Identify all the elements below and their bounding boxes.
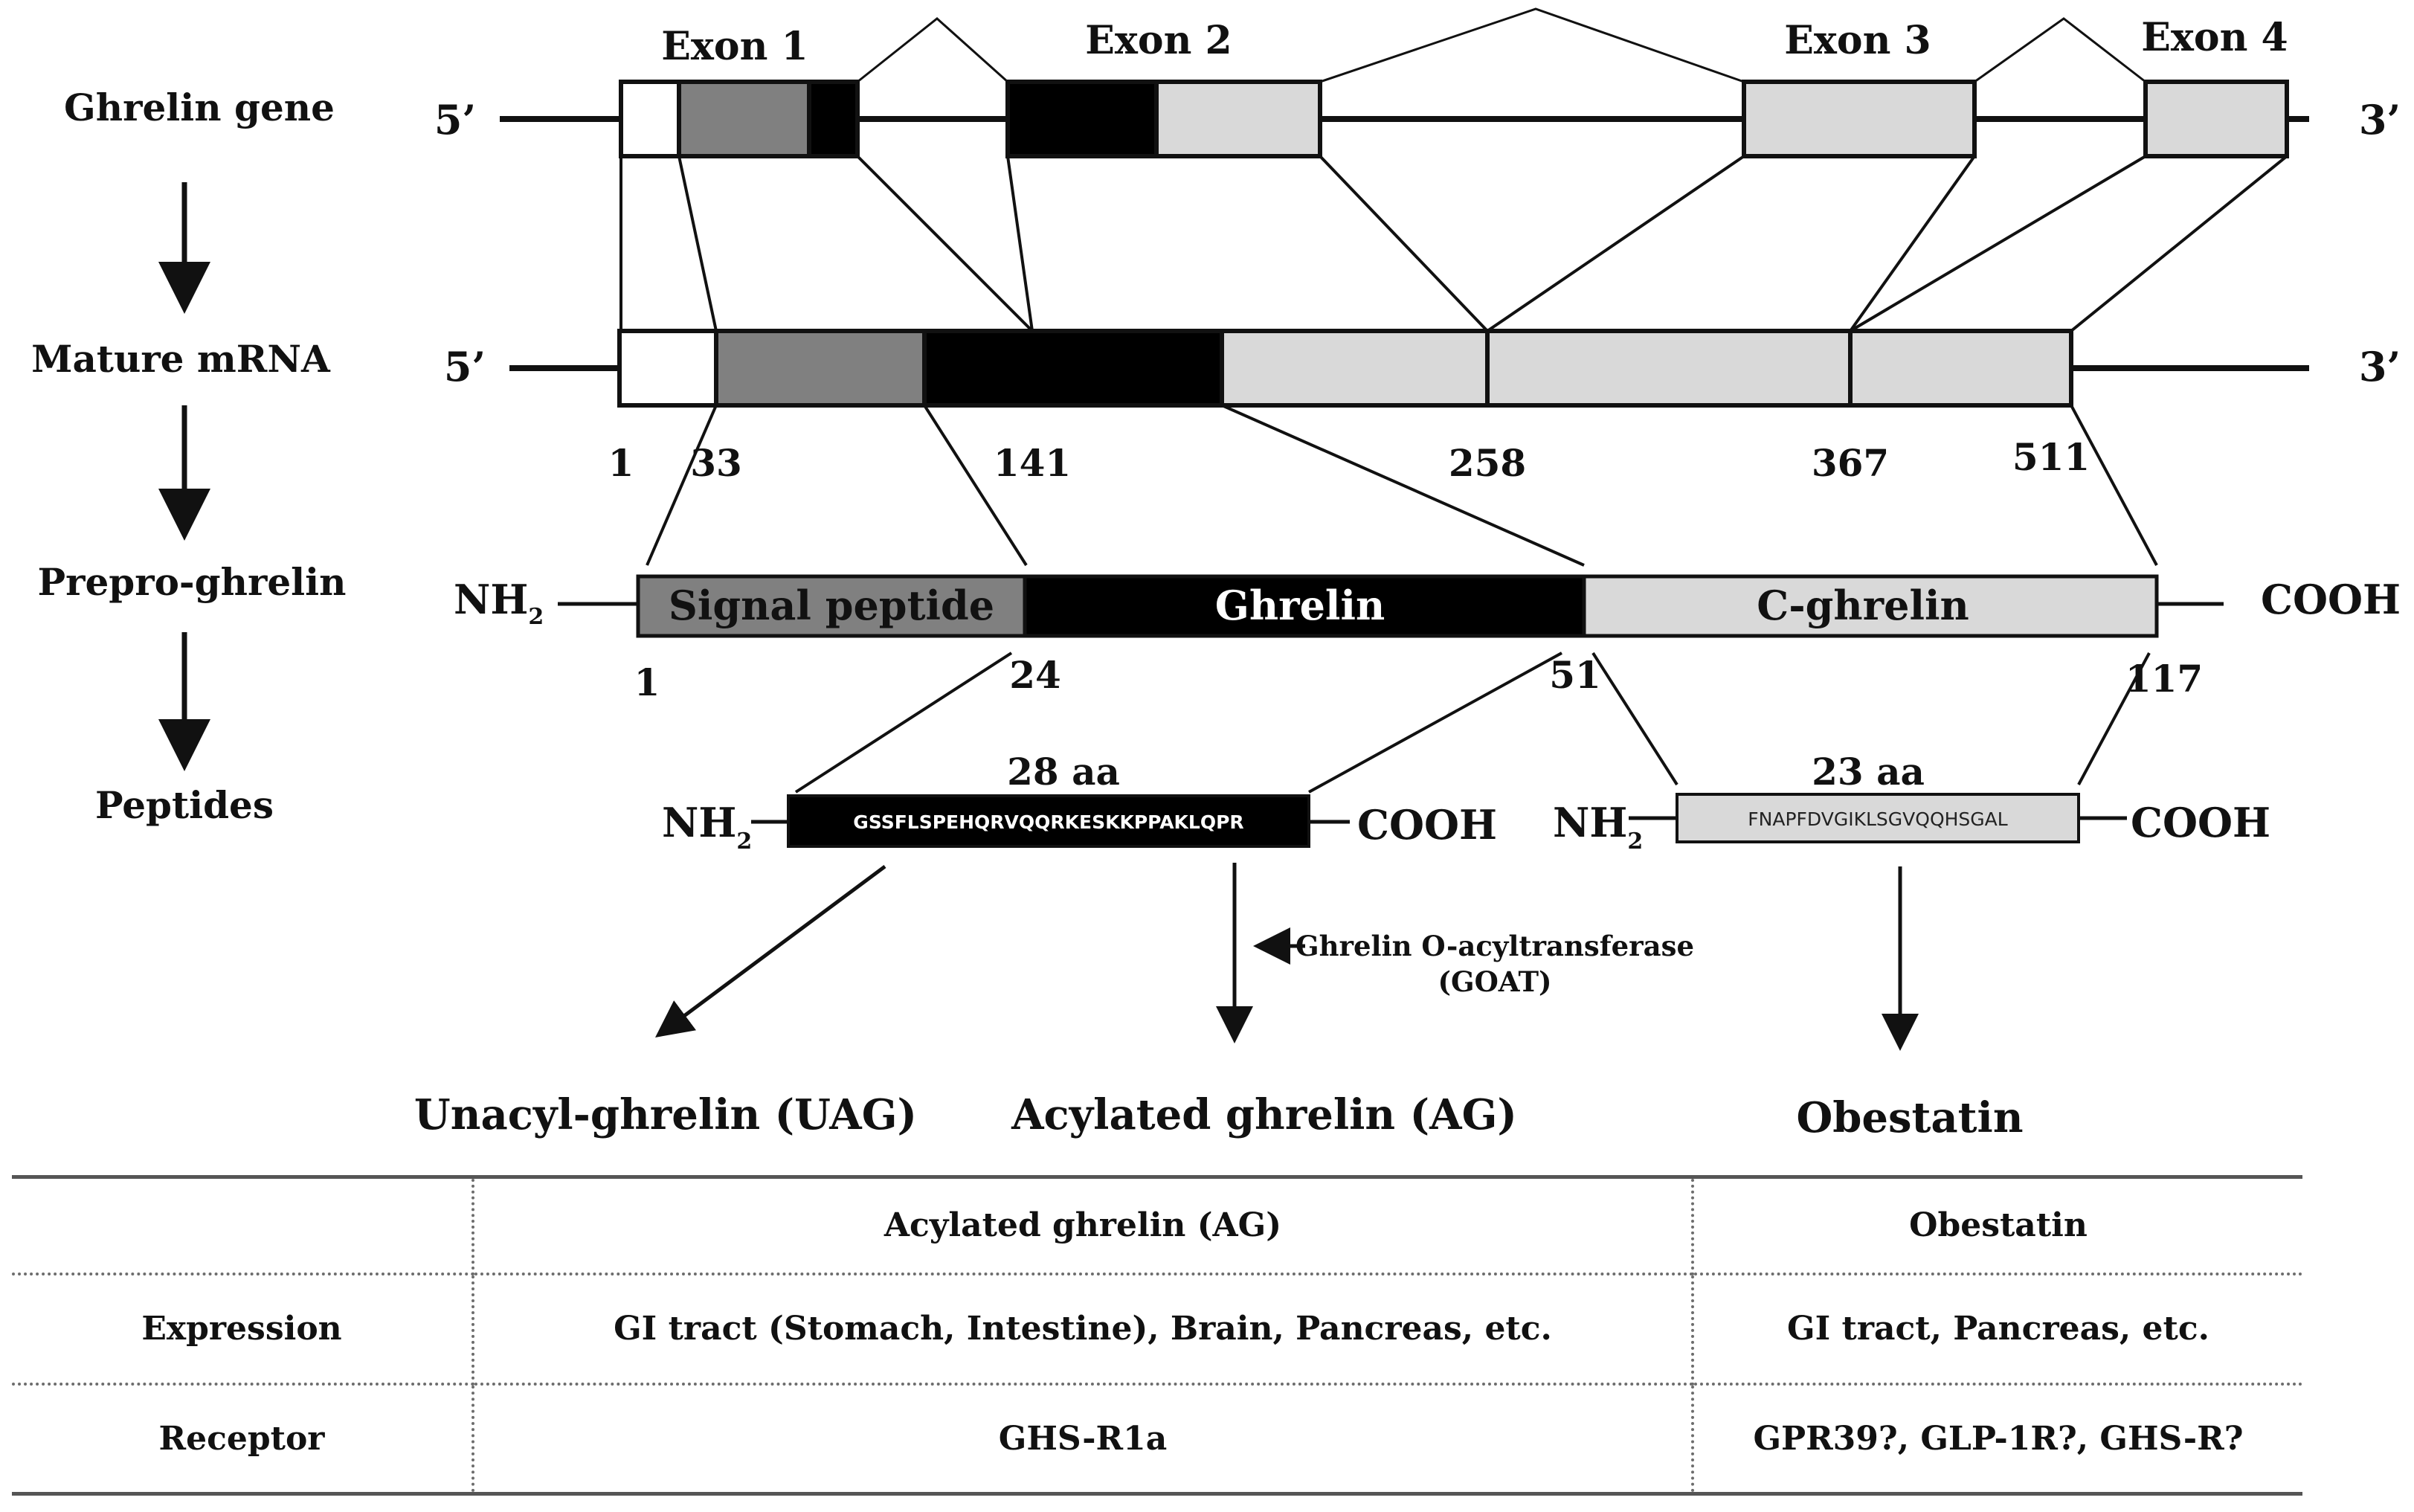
prepro-to-peptide-lines	[794, 652, 2151, 794]
mrna-5prime: 5’	[444, 343, 486, 390]
exon4	[2143, 80, 2289, 158]
table-cell: GHS-R1a	[471, 1382, 1694, 1496]
ghrelin-cooh: COOH	[1357, 801, 1497, 849]
prepro-ghrelin-segment	[1023, 574, 1586, 638]
ghrelin-peptide: 28 aa NH2 COOH GSSFLSPEHQRVQQRKESKKPPAKL…	[662, 750, 1497, 855]
stage-label-mrna: Mature mRNA	[31, 337, 331, 381]
table-header-row: Acylated ghrelin (AG) Obestatin	[12, 1175, 2302, 1275]
exon1-ghrelin	[807, 80, 860, 158]
ghrelin-sequence: GSSFLSPEHQRVQQRKESKKPPAKLQPR	[853, 811, 1243, 833]
mrna-signal	[714, 329, 927, 408]
ghrelin-processing-diagram: Ghrelin gene Mature mRNA Prepro-ghrelin …	[31, 7, 2401, 1142]
obestatin-peptide: 23 aa NH2 COOH FNAPFDVGIKLSGVQQHSGAL	[1553, 750, 2270, 855]
exon2-cghrelin	[1154, 80, 1322, 158]
prepro-cghrelin-segment	[1582, 574, 2159, 638]
exon3-label: Exon 3	[1784, 18, 1931, 63]
exon2-ghrelin	[1005, 80, 1159, 158]
obestatin-cooh: COOH	[2131, 799, 2270, 846]
table-cell: GI tract, Pancreas, etc.	[1691, 1272, 2302, 1386]
mrna-pos-258: 258	[1449, 441, 1526, 485]
splice-1-2	[857, 17, 1009, 83]
obestatin-sequence: FNAPFDVGIKLSGVQQHSGAL	[1748, 808, 2007, 830]
table-header-cell: Obestatin	[1691, 1175, 2302, 1275]
prepro-cooh: COOH	[2261, 576, 2401, 623]
prepro-signal-label: Signal peptide	[669, 582, 994, 629]
table-cell: Receptor	[12, 1382, 474, 1496]
obestatin-nh2: NH2	[1553, 799, 1643, 855]
product-uag: Unacyl-ghrelin (UAG)	[414, 1090, 917, 1139]
mrna-pos-141: 141	[994, 441, 1071, 485]
table-cell: GI tract (Stomach, Intestine), Brain, Pa…	[471, 1272, 1694, 1386]
goat-label-line2: (GOAT)	[1438, 965, 1551, 998]
mrna-row: 5’ 3’ 1 33 141 258 367 511	[444, 329, 2401, 485]
prepro-nh2: NH2	[454, 576, 544, 630]
obestatin-length: 23 aa	[1812, 750, 1925, 794]
mrna-utr	[617, 329, 718, 408]
gene-3prime: 3’	[2359, 96, 2401, 144]
mrna-3prime: 3’	[2359, 343, 2401, 390]
obestatin-seq-box	[1676, 793, 2080, 843]
mrna-cghrelin-a	[1220, 329, 1490, 408]
ghrelin-nh2: NH2	[662, 799, 752, 855]
comparison-table: Acylated ghrelin (AG) Obestatin Expressi…	[12, 1175, 2302, 1496]
goat-label-line1: Ghrelin O-acyltransferase	[1295, 930, 1694, 962]
mrna-cghrelin-b	[1485, 329, 1853, 408]
exon1-signal	[677, 80, 811, 158]
exon2-label: Exon 2	[1085, 18, 1232, 63]
gene-to-mrna-lines	[619, 155, 2288, 332]
prepro-pos-24: 24	[1009, 653, 1061, 697]
arrow-to-uag	[654, 864, 886, 1038]
gene-row: 5’ 3’ Exon 1 Exon 2 Exon 3 Exon 4	[434, 7, 2401, 158]
table-row: Expression GI tract (Stomach, Intestine)…	[12, 1272, 2302, 1386]
mrna-pos-367: 367	[1812, 441, 1889, 485]
stage-label-prepro: Prepro-ghrelin	[38, 560, 347, 604]
gene-5prime: 5’	[434, 96, 476, 144]
prepro-pos-1: 1	[634, 660, 660, 704]
splice-2-3	[1319, 7, 1745, 83]
mrna-to-prepro-lines	[646, 404, 2158, 567]
prepro-pos-51: 51	[1549, 653, 1601, 697]
exon3	[1742, 80, 1977, 158]
exon4-label: Exon 4	[2141, 15, 2288, 60]
product-ag: Acylated ghrelin (AG)	[1011, 1090, 1517, 1139]
exon1-utr	[619, 80, 681, 158]
table-cell: Expression	[12, 1272, 474, 1386]
table-row: Receptor GHS-R1a GPR39?, GLP-1R?, GHS-R?	[12, 1382, 2302, 1496]
mrna-pos-511: 511	[2012, 435, 2090, 479]
ghrelin-seq-box	[787, 794, 1310, 848]
prepro-pos-117: 117	[2125, 657, 2203, 701]
ghrelin-length: 28 aa	[1007, 750, 1120, 794]
stage-label-peptides: Peptides	[95, 783, 274, 827]
table-cell: GPR39?, GLP-1R?, GHS-R?	[1691, 1382, 2302, 1496]
product-obestatin: Obestatin	[1796, 1093, 2023, 1142]
splice-3-4	[1974, 17, 2146, 83]
mrna-pos-1: 1	[608, 441, 634, 485]
table-header-cell: Acylated ghrelin (AG)	[471, 1175, 1694, 1275]
stage-label-gene: Ghrelin gene	[64, 86, 335, 129]
prepro-row: NH2 COOH Signal peptide Ghrelin C-ghreli…	[454, 574, 2401, 704]
prepro-cghrelin-label: C-ghrelin	[1757, 582, 1969, 629]
mrna-cghrelin-c	[1848, 329, 2073, 408]
mrna-ghrelin	[922, 329, 1224, 408]
exon1-label: Exon 1	[661, 24, 808, 69]
table-header-cell	[12, 1175, 474, 1275]
prepro-ghrelin-label: Ghrelin	[1215, 582, 1385, 629]
